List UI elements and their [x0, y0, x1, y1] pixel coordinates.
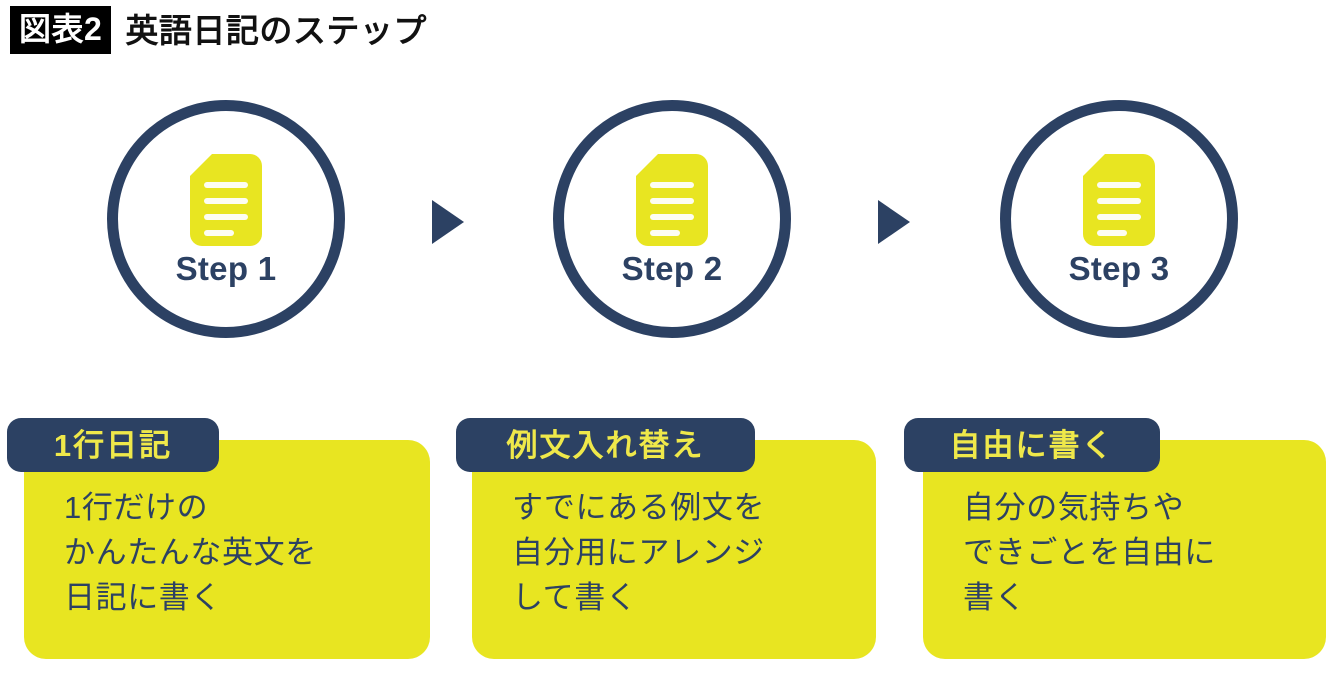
document-icon — [636, 153, 708, 246]
step-badge-3: 自由に書く — [904, 418, 1160, 472]
step-label-2: Step 2 — [621, 249, 723, 287]
step-card-body-3: 自分の気持ちや できごとを自由に 書く — [963, 490, 1216, 615]
step-circle-2: Step 2 — [553, 100, 791, 338]
arrow-right-icon — [878, 200, 910, 244]
step-badge-1: 1行日記 — [7, 418, 219, 472]
step-card-2: すでにある例文を 自分用にアレンジ して書く — [472, 440, 876, 659]
step-card-body-2: すでにある例文を 自分用にアレンジ して書く — [512, 490, 766, 615]
figure-title: 図表2 英語日記のステップ — [10, 6, 427, 54]
step-circle-3: Step 3 — [1000, 100, 1238, 338]
step-badge-2: 例文入れ替え — [456, 418, 755, 472]
figure-title-text: 英語日記のステップ — [125, 11, 427, 49]
document-icon — [1083, 153, 1155, 246]
arrow-right-icon — [432, 200, 464, 244]
step-label-3: Step 3 — [1068, 249, 1170, 287]
figure-number-tag: 図表2 — [10, 6, 112, 54]
step-label-1: Step 1 — [175, 249, 277, 287]
step-card-1: 1行だけの かんたんな英文を 日記に書く — [24, 440, 430, 659]
step-circle-1: Step 1 — [107, 100, 345, 338]
document-icon — [190, 153, 262, 246]
step-card-3: 自分の気持ちや できごとを自由に 書く — [923, 440, 1326, 659]
step-card-body-1: 1行だけの かんたんな英文を 日記に書く — [64, 490, 317, 615]
